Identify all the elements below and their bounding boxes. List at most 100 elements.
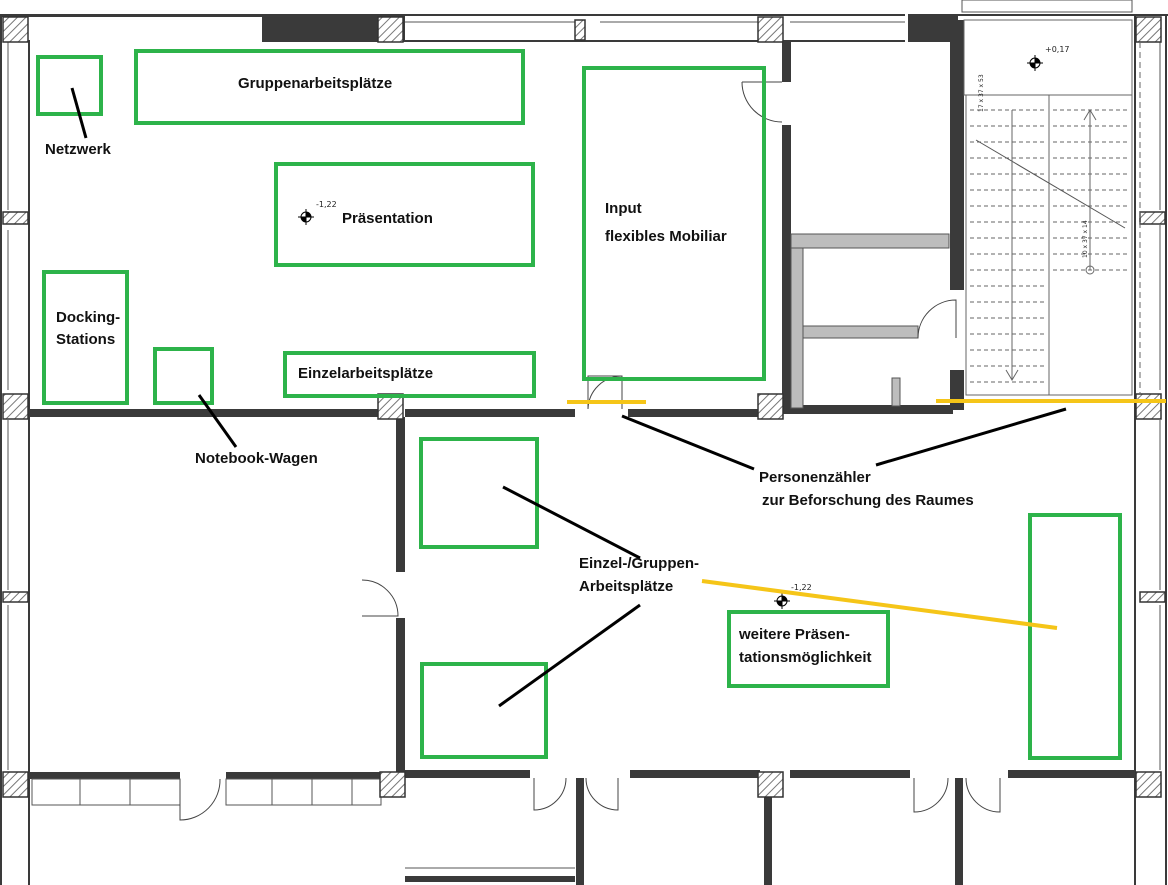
- wall-top-left: [0, 14, 405, 17]
- duct-vertical: [790, 247, 804, 409]
- zone-praesentation: [274, 162, 535, 267]
- level-text-stair: +0,17: [1045, 45, 1070, 54]
- wall-right-outer: [1134, 14, 1136, 885]
- stair-dim-lower: 10 x 37 x 14: [1082, 220, 1089, 258]
- pillar-top-mid: [377, 16, 404, 43]
- duct: [790, 233, 950, 409]
- label-gruppenarbeitsplaetze: Gruppenarbeitsplätze: [238, 75, 393, 92]
- leader-counter-stair: [875, 407, 1067, 467]
- pillar-tl: [2, 16, 29, 43]
- stair-arrow-left: [1005, 369, 1019, 381]
- label-tationsmoeglichkeit: tationsmöglichkeit: [739, 649, 872, 666]
- zone-einzel-gruppen-bottom: [420, 662, 548, 759]
- pillar-mid-center: [377, 393, 404, 420]
- pillar-side-left-2: [2, 591, 29, 603]
- pillar-side-right: [1139, 211, 1166, 225]
- zone-right-tall: [1028, 513, 1122, 760]
- pillar-mid-left: [2, 393, 29, 420]
- pillar-bot-right: [757, 771, 784, 798]
- door-lower-left: [361, 579, 399, 617]
- label-einzel-gruppen: Einzel-/Gruppen-: [579, 555, 699, 572]
- pillar-top-far: [1135, 16, 1162, 43]
- wall-middle-right: [628, 409, 758, 417]
- wall-bottom-mid-3: [790, 770, 910, 778]
- wall-bottom-left: [30, 772, 180, 779]
- wall-input-right-top: [782, 42, 791, 82]
- wall-lower-vertical-2: [396, 618, 405, 773]
- stair-landing: [963, 19, 1133, 96]
- level-text-bottom: -1,22: [791, 583, 812, 592]
- label-praesentation: Präsentation: [342, 210, 433, 227]
- wall-left-inner: [28, 40, 30, 885]
- skylight: [961, 0, 1133, 13]
- label-docking: Docking-: [56, 309, 121, 326]
- label-input: Input: [605, 200, 642, 217]
- pillar-top-right: [757, 16, 784, 43]
- pillar-mid-far: [1135, 393, 1162, 420]
- stair-arrow-right: [1083, 109, 1097, 121]
- leader-notebook: [197, 394, 238, 448]
- duct-outer: [790, 233, 950, 249]
- level-marker-bottom: [774, 593, 790, 609]
- wall-stair-left: [950, 20, 964, 290]
- cabinet-row-left: [31, 778, 181, 806]
- door-bottom-left: [179, 778, 221, 821]
- label-personenzaehler: Personenzähler: [759, 469, 871, 486]
- stair-dim-upper: 17 x 37 x 53: [978, 74, 985, 112]
- duct-mid: [802, 325, 919, 339]
- wall-bottom-right: [1008, 770, 1134, 778]
- cabinets: [31, 778, 382, 806]
- cabinet-row-right: [225, 778, 382, 806]
- leaders: [70, 87, 1067, 708]
- label-notebook-wagen: Notebook-Wagen: [195, 450, 318, 467]
- zone-weitere: [727, 610, 890, 688]
- wall-bottom-mid-2: [630, 770, 760, 778]
- wall-top-right-dark: [908, 14, 958, 42]
- wall-top-right-line: [958, 14, 1168, 16]
- zone-notebook: [153, 347, 214, 405]
- leader-counter-door: [621, 414, 755, 471]
- pillar-side-left: [2, 211, 29, 225]
- label-netzwerk: Netzwerk: [45, 141, 111, 158]
- level-marker-stair: [1027, 55, 1043, 71]
- pillar-bot-far: [1135, 771, 1162, 798]
- wall-low-v3: [955, 778, 963, 885]
- leader-einzel-bottom: [498, 603, 641, 708]
- wall-top-line-inner: [405, 40, 905, 42]
- walls: [0, 14, 1168, 885]
- wall-top-line: [405, 14, 905, 16]
- wall-middle-center: [405, 409, 575, 417]
- leader-einzel-top: [502, 485, 641, 560]
- zone-einzel-gruppen-top: [419, 437, 539, 549]
- wall-left-outer: [0, 14, 2, 885]
- wall-low-bottom: [405, 876, 575, 882]
- stair-treads-left: [970, 109, 1045, 383]
- pillar-bot-left: [2, 771, 29, 798]
- label-beforschung: zur Beforschung des Raumes: [762, 492, 974, 509]
- stair-start-dot: [1085, 265, 1095, 275]
- windows: [7, 0, 1161, 869]
- staircase: [963, 19, 1141, 396]
- pillar-mid-right: [757, 393, 784, 420]
- pillar-top-small: [574, 19, 586, 41]
- wall-right-outer2: [1165, 14, 1167, 885]
- label-weitere: weitere Präsen-: [739, 626, 850, 643]
- wall-stair-left-lower: [950, 370, 964, 410]
- level-text-top: -1,22: [316, 200, 337, 209]
- zone-input: [582, 66, 766, 381]
- zone-netzwerk: [36, 55, 103, 116]
- pillar-bot-center: [379, 771, 406, 798]
- door-bottom-mid: [533, 777, 619, 811]
- door-bottom-right: [913, 777, 1001, 813]
- zone-gruppenarbeitsplaetze: [134, 49, 525, 125]
- wall-low-v1: [576, 778, 584, 885]
- wall-input-right: [782, 125, 791, 410]
- counter-lines: [567, 399, 1166, 630]
- door-stair: [917, 299, 957, 339]
- counter-line-bottom: [701, 579, 1058, 630]
- zone-einzelarbeitsplaetze: [283, 351, 536, 398]
- wall-lower-vertical: [396, 417, 405, 572]
- wall-stair-bottom: [783, 405, 953, 414]
- zone-docking: [42, 270, 129, 405]
